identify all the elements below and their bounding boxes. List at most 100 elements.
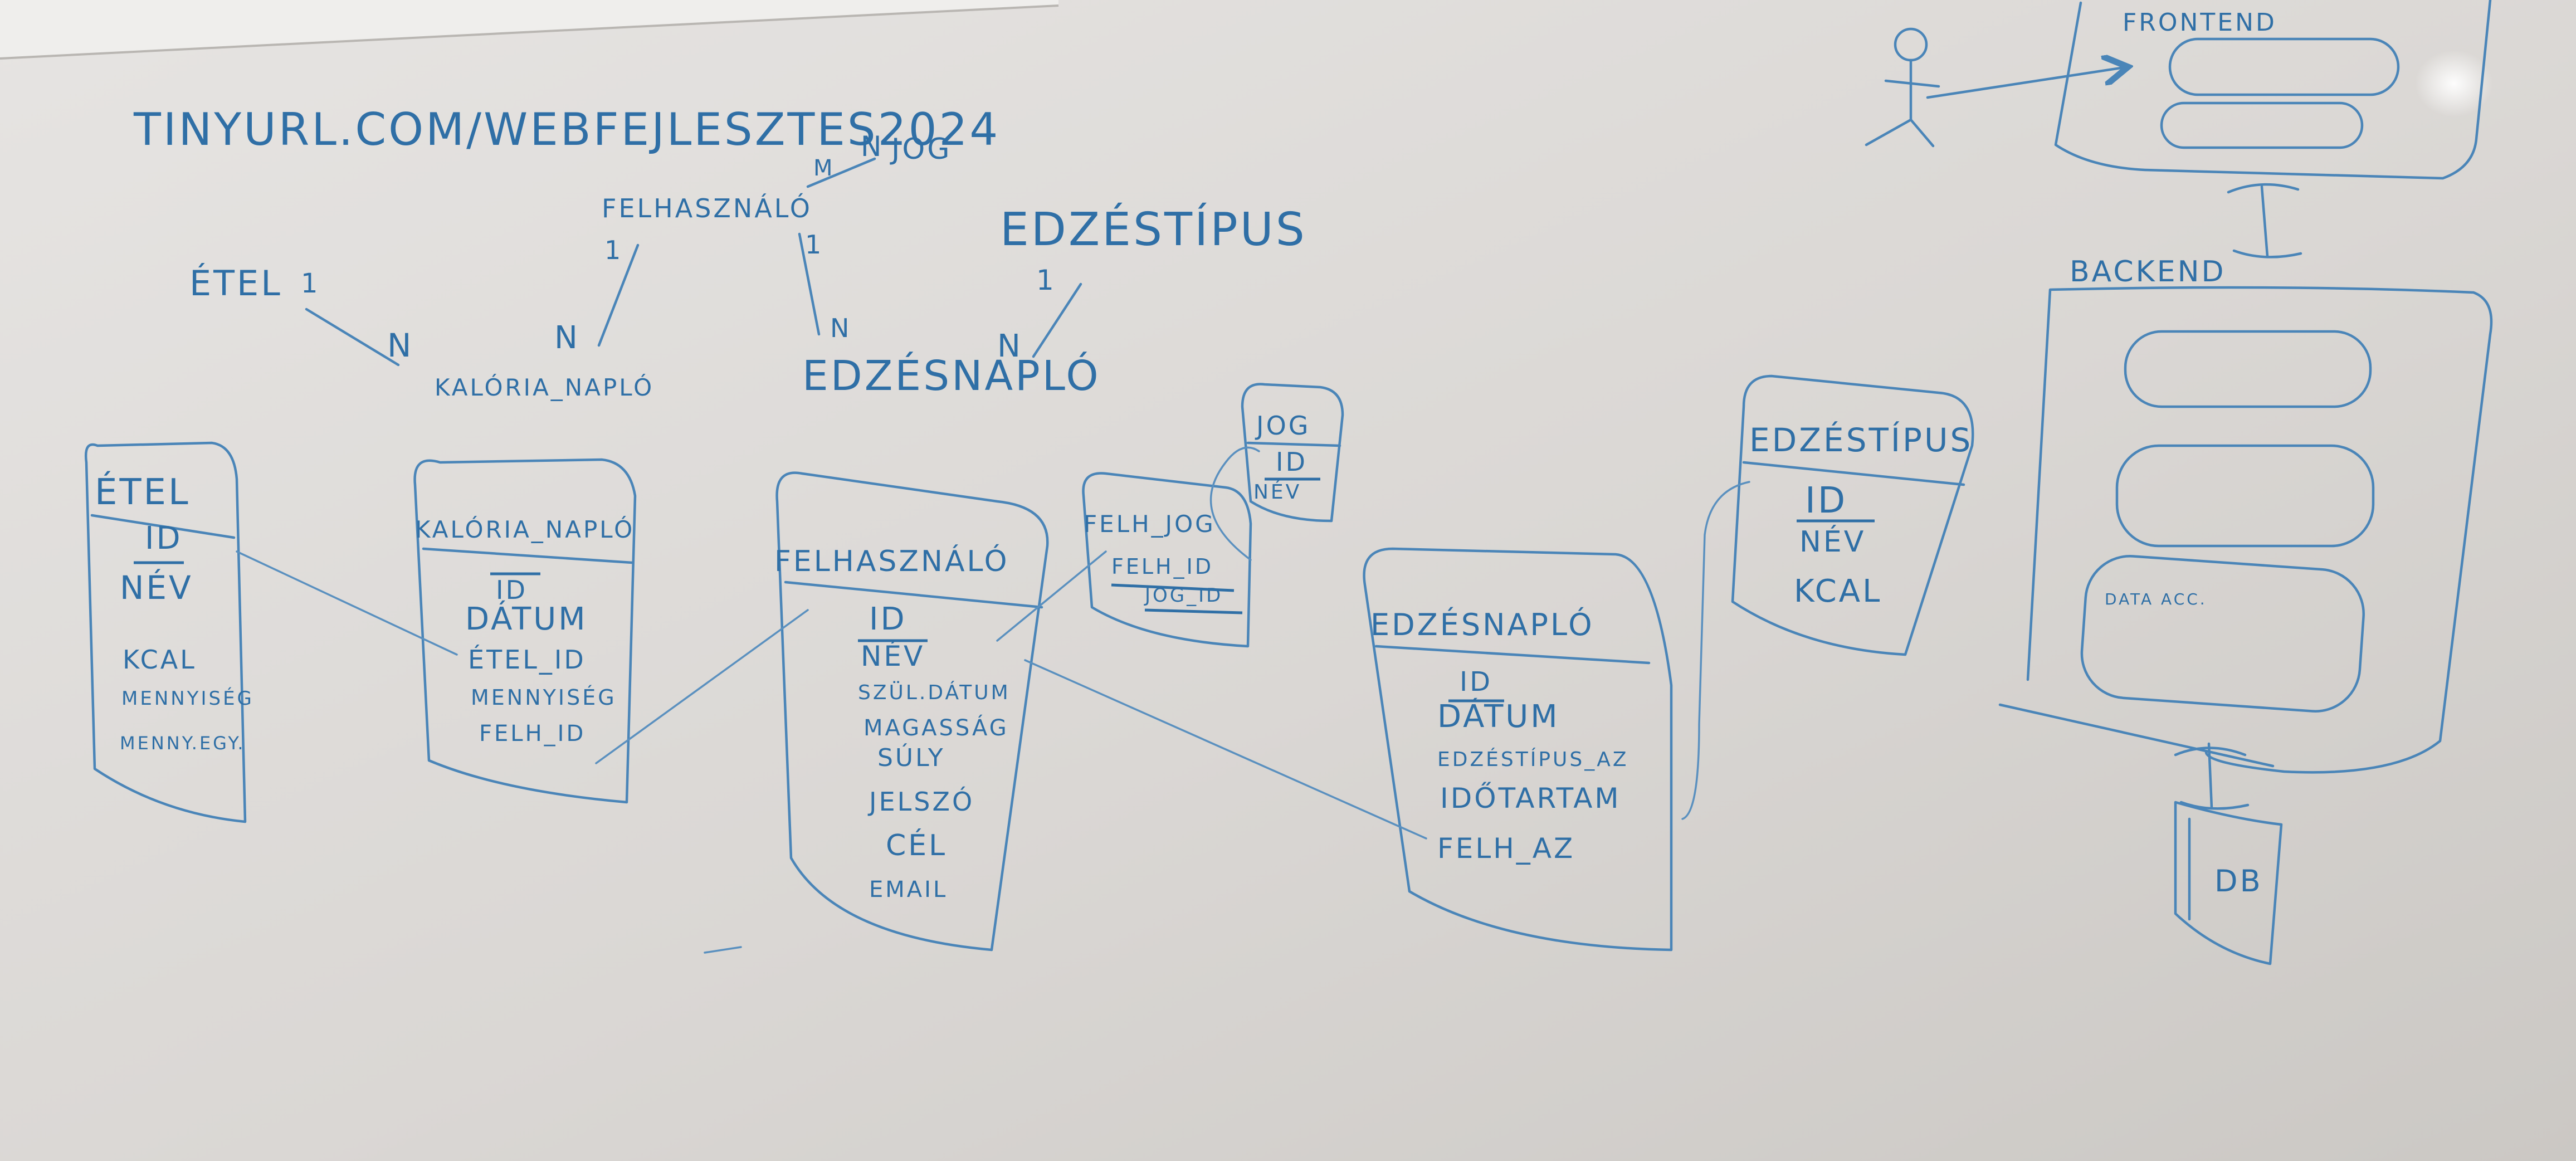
felhasznalo-field-magassag: MAGASSÁG [863, 714, 1009, 741]
kaloria-field-etel-id: ÉTEL_ID [468, 645, 586, 675]
frontend-layer-2 [2160, 101, 2364, 149]
table-jog-title: JOG [1255, 411, 1310, 441]
table-jog-border [1241, 383, 1344, 523]
table-kaloria-border [413, 458, 637, 804]
table-etel-border [84, 441, 247, 823]
light-glare [2415, 50, 2493, 117]
er-kaloria-naplo: KALÓRIA_NAPLÓ [435, 373, 654, 401]
felhasznalo-field-id: ID [869, 601, 907, 637]
jog-field-id: ID [1276, 447, 1307, 477]
felh-jog-field-jog-id: JOG_ID [1144, 584, 1223, 607]
er-edzesnaplo-card-n2: N [997, 328, 1023, 364]
er-felh-card-1b: 1 [805, 230, 823, 260]
table-felh-jog-border [1082, 472, 1252, 648]
felhasznalo-field-jelszo: JELSZÓ [867, 787, 974, 817]
rel-felhjog-jog [1209, 446, 1260, 561]
table-felhasznalo-divider [784, 580, 1043, 609]
edzestipus-field-kcal: KCAL [1794, 573, 1882, 609]
url-text: TINYURL.COM/WEBFEJLESZTES2024 [133, 104, 1000, 155]
table-edzesnaplo-title: EDZÉSNAPLÓ [1370, 607, 1594, 642]
edzesnaplo-field-id: ID [1460, 666, 1492, 697]
felhasznalo-field-email: EMAIL [869, 877, 948, 903]
table-edzestipus-border [1731, 374, 1974, 656]
rel-edzesnaplo-tipus [1681, 481, 1750, 820]
felh-jog-field-felh-id: FELH_ID [1111, 554, 1213, 579]
rel-kaloria-felhasznalo [595, 609, 809, 764]
edzesnaplo-field-idotartam: IDŐTARTAM [1440, 782, 1621, 814]
jog-field-nev: NÉV [1253, 480, 1301, 504]
table-kaloria-divider [422, 547, 634, 564]
backend-label: BACKEND [2070, 255, 2226, 289]
etel-field-kcal: KCAL [123, 645, 197, 675]
user-to-frontend-arrow [1926, 67, 2128, 99]
table-etel-title: ÉTEL [95, 471, 191, 513]
frontend-backend-connector [2227, 183, 2302, 258]
frontend-box [2054, 0, 2492, 180]
etel-field-nev: NÉV [120, 568, 193, 607]
edzesnaplo-field-datum: DÁTUM [1437, 699, 1560, 735]
board-frame-line [0, 4, 1059, 60]
db-label: DB [2214, 864, 2263, 899]
er-edzestipus-card: 1 [1036, 264, 1056, 296]
rel-felhasznalo-felhjog [996, 550, 1107, 642]
table-edzesnaplo-border [1363, 547, 1673, 952]
felh-jog-key-underline-2 [1144, 608, 1243, 614]
er-edzestipus: EDZÉSTÍPUS [1000, 203, 1307, 256]
table-etel-divider [90, 514, 236, 539]
rel-etel-kaloria [236, 550, 458, 656]
kaloria-field-id: ID [496, 575, 528, 605]
edzesnaplo-field-felh-az: FELH_AZ [1437, 832, 1575, 865]
table-felhasznalo-title: FELHASZNÁLÓ [774, 544, 1009, 578]
edzesnaplo-field-tipus-az: EDZÉSTÍPUS_AZ [1437, 748, 1629, 771]
kaloria-field-felh-id: FELH_ID [479, 721, 586, 747]
table-edzestipus-divider [1742, 461, 1965, 486]
edzestipus-field-nev: NÉV [1799, 525, 1866, 559]
er-link-tipus-naplo [1032, 282, 1082, 358]
felhasznalo-field-nev: NÉV [861, 640, 925, 672]
backend-layer-2 [2115, 444, 2375, 548]
table-edzesnaplo: EDZÉSNAPLÓ ID DÁTUM EDZÉSTÍPUS_AZ IDŐTAR… [1363, 547, 1673, 952]
er-link-etel-kaloria [305, 308, 400, 367]
table-kaloria-title: KALÓRIA_NAPLÓ [415, 515, 635, 543]
felhasznalo-field-szul-datum: SZÜL.DÁTUM [858, 681, 1011, 704]
table-etel: ÉTEL ID NÉV KCAL MENNYISÉG MENNY.EGY. [84, 441, 252, 823]
backend-layer-1 [2124, 330, 2372, 408]
er-felhasznalo: FELHASZNÁLÓ [602, 193, 812, 223]
table-jog: JOG ID NÉV [1241, 383, 1344, 523]
frontend-label: FRONTEND [2123, 8, 2277, 37]
table-felhasznalo: FELHASZNÁLÓ ID NÉV SZÜL.DÁTUM MAGASSÁG S… [774, 471, 1049, 952]
frontend-layer-1 [2168, 37, 2400, 96]
table-felh-jog-title: FELH_JOG [1084, 510, 1216, 538]
table-jog-divider [1246, 441, 1341, 447]
table-felh-jog: FELH_JOG FELH_ID JOG_ID [1082, 472, 1252, 648]
stray-mark [704, 946, 742, 954]
er-kaloria-card: N [387, 326, 413, 364]
er-link-felh-jog [806, 157, 876, 188]
er-felh-card-1a: 1 [604, 235, 623, 265]
kaloria-field-mennyiseg: MENNYISÉG [471, 685, 617, 710]
felhasznalo-field-suly: SÚLY [877, 743, 945, 772]
user-figure-icon [1865, 27, 1940, 148]
er-sketch: ÉTEL 1 N KALÓRIA_NAPLÓ FELHASZNÁLÓ M N J… [189, 130, 1307, 401]
table-felhasznalo-border [775, 471, 1049, 952]
er-etel-card: 1 [301, 268, 320, 299]
backend-bottom [1998, 703, 2275, 768]
data-access-label: DATA ACC. [2105, 590, 2207, 608]
er-jog: JOG [890, 133, 952, 166]
rel-felhasznalo-edzesnaplo [1024, 659, 1427, 840]
table-relations [236, 446, 1750, 840]
table-edzestipus: EDZÉSTÍPUS ID NÉV KCAL [1731, 374, 1974, 656]
board-top-edge [0, 0, 1058, 58]
felh-jog-key-underline-1 [1111, 583, 1235, 592]
felhasznalo-field-cel: CÉL [886, 828, 947, 862]
db-box [2174, 801, 2283, 965]
er-link-felh-edzesnaplo [798, 232, 821, 336]
table-edzestipus-title: EDZÉSTÍPUS [1749, 421, 1973, 459]
edzestipus-field-id: ID [1805, 480, 1847, 521]
er-edzesnaplo: EDZÉSNAPLÓ [802, 351, 1101, 400]
table-kaloria-naplo: KALÓRIA_NAPLÓ ID DÁTUM ÉTEL_ID MENNYISÉG… [413, 458, 637, 804]
er-jog-card-n: N [861, 130, 884, 163]
backend-data-access-layer [2080, 555, 2365, 713]
